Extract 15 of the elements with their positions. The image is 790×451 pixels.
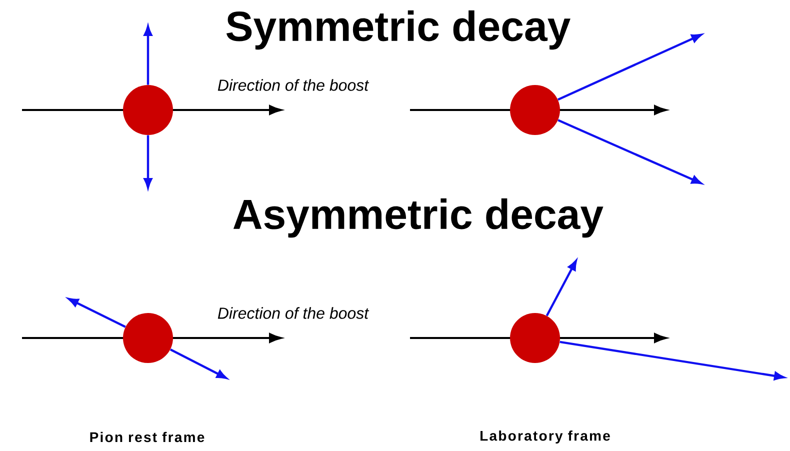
particle: [123, 85, 173, 135]
photon-arrow: [546, 260, 577, 316]
photon-arrow: [558, 34, 702, 101]
frame-label: Pion rest frame: [90, 432, 204, 442]
boost-label: Direction of the boost: [218, 79, 370, 91]
photon-arrow: [170, 348, 227, 379]
particle: [123, 313, 173, 363]
photon-arrow: [558, 119, 702, 184]
heading: Symmetric decay: [226, 10, 570, 50]
particle: [510, 313, 560, 363]
boost-label: Direction of the boost: [218, 307, 370, 319]
particle: [510, 85, 560, 135]
frame-label: Laboratory frame: [480, 430, 610, 444]
heading: Asymmetric decay: [233, 198, 604, 238]
photon-arrow: [68, 298, 126, 328]
